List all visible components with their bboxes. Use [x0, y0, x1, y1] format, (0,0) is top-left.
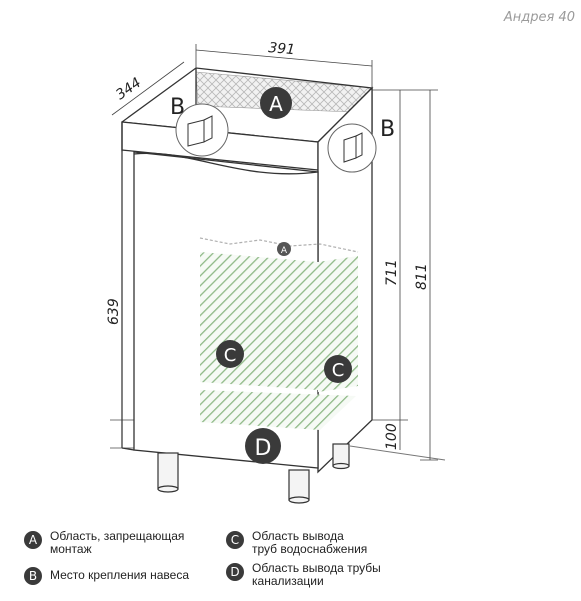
svg-text:C: C	[332, 360, 345, 381]
dim-height-body: 711	[384, 259, 400, 286]
legend-text-d: Область вывода трубы канализации	[252, 561, 381, 588]
svg-text:A: A	[281, 246, 288, 256]
zone-d	[200, 390, 356, 430]
svg-text:A: A	[269, 92, 283, 116]
dim-leg-height: 100	[384, 423, 400, 450]
mount-label-right: B	[380, 117, 395, 142]
legend-badge-c: C	[226, 531, 244, 549]
zone-c-left	[200, 252, 318, 390]
zone-marker-c-left: C	[216, 340, 244, 368]
svg-text:D: D	[255, 436, 272, 461]
legend-item-b: B Место крепления навеса	[24, 566, 189, 585]
zone-marker-c-right: C	[324, 355, 352, 383]
bracket-icon-left	[187, 115, 213, 147]
dim-width: 391	[268, 40, 296, 58]
zone-marker-a-top: A	[260, 87, 292, 119]
legend-item-d: D Область вывода трубы канализации	[226, 562, 381, 588]
dimension-lines	[111, 44, 438, 461]
legend-text-b: Место крепления навеса	[50, 568, 189, 582]
legend-item-a: A Область, запрещающая монтаж	[24, 530, 184, 556]
dim-depth: 344	[113, 75, 144, 103]
cabinet-legs	[157, 443, 350, 504]
dim-door-height: 639	[106, 298, 122, 325]
legend-text-c: Область вывода труб водоснабжения	[252, 529, 368, 556]
legend-item-c: C Область вывода труб водоснабжения	[226, 530, 367, 556]
bracket-icon-right	[343, 132, 363, 163]
legend-text-a: Область, запрещающая монтаж	[50, 529, 185, 556]
zone-marker-a-inside: A	[277, 242, 291, 256]
legend-badge-a: A	[24, 531, 42, 549]
author-label: Андрея 40	[503, 10, 575, 25]
legend-badge-d: D	[226, 563, 244, 581]
zone-marker-d: D	[245, 428, 281, 464]
svg-text:C: C	[224, 345, 237, 366]
legend-badge-b: B	[24, 567, 42, 585]
legend: A Область, запрещающая монтаж B Место кр…	[24, 528, 574, 598]
dim-height-total: 811	[414, 263, 430, 290]
zone-c-right	[318, 256, 358, 392]
zone-a-inner-boundary	[199, 237, 359, 253]
mount-label-left: B	[170, 95, 185, 120]
